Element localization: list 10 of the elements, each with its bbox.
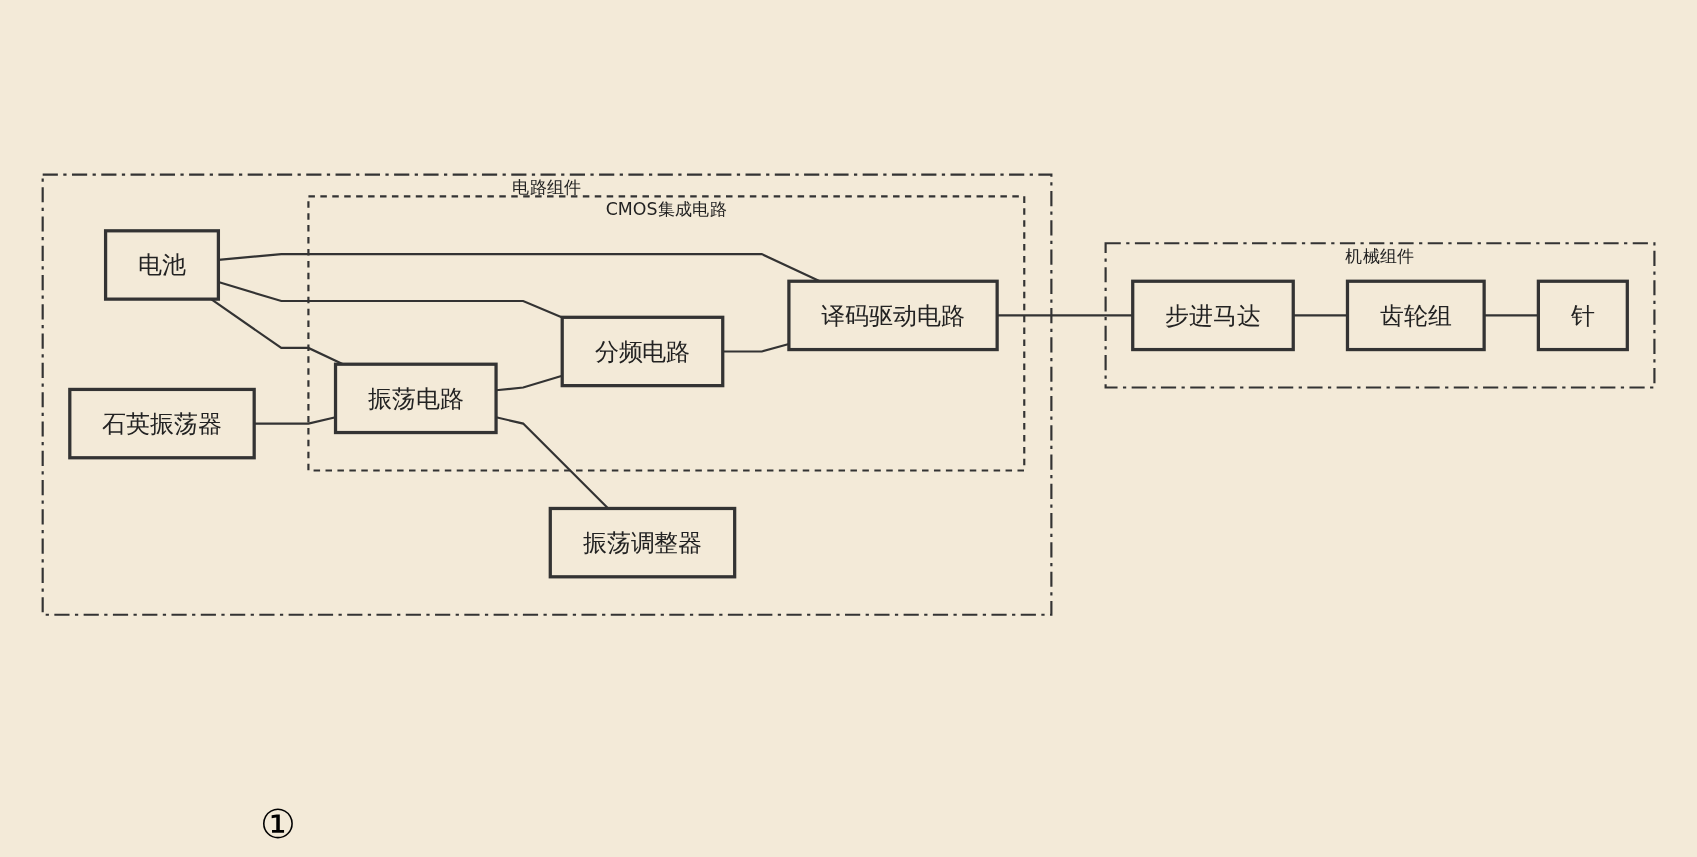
node-box: 齿轮组 <box>1345 279 1486 351</box>
node-box: 振荡调整器 <box>548 506 737 578</box>
node-box: 针 <box>1536 279 1629 351</box>
figure-number: ① <box>260 801 296 847</box>
node-box: 振荡电路 <box>333 362 498 434</box>
node-box: 步进马达 <box>1131 279 1295 351</box>
node-box: 电池 <box>103 228 220 301</box>
node-box: 石英振荡器 <box>68 387 256 459</box>
node-box: 译码驱动电路 <box>787 279 999 351</box>
node-box: 分频电路 <box>560 315 725 387</box>
